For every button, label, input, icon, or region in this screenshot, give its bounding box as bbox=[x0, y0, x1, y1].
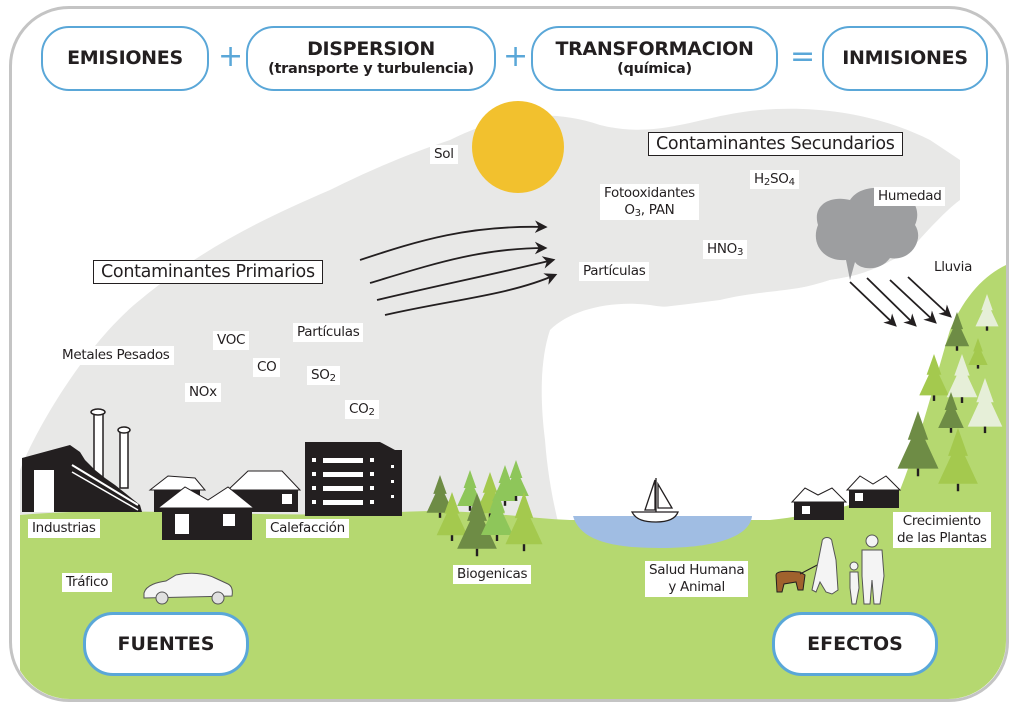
fotooxidantes-text: Fotooxidantes bbox=[604, 185, 695, 201]
hno3-label: HNO3 bbox=[703, 240, 748, 259]
salud-label: Salud Humana y Animal bbox=[645, 561, 749, 597]
dispersion-sublabel: (transporte y turbulencia) bbox=[268, 61, 474, 78]
hno3-sub: 3 bbox=[736, 247, 744, 259]
tree-icon bbox=[919, 354, 949, 401]
so2-sub: 2 bbox=[329, 373, 336, 385]
metales-pesados-label: Metales Pesados bbox=[58, 346, 174, 365]
rain-arrows bbox=[849, 276, 952, 327]
sailboat-icon bbox=[630, 478, 679, 523]
arrow-1 bbox=[359, 220, 548, 261]
fotooxidantes-label: Fotooxidantes O3, PAN bbox=[600, 184, 699, 220]
tree-icon bbox=[897, 411, 939, 477]
plus-operator-1: + bbox=[218, 39, 244, 74]
tree-icon bbox=[938, 392, 964, 433]
o3-rest: , PAN bbox=[640, 201, 675, 218]
fuentes-label: FUENTES bbox=[117, 633, 215, 655]
primary-particulas-label: Partículas bbox=[293, 323, 364, 342]
rain-cloud-icon bbox=[815, 188, 919, 280]
nox-label: NOx bbox=[185, 383, 221, 402]
secondary-particulas-label: Partículas bbox=[579, 262, 650, 281]
plus-operator-2: + bbox=[503, 39, 529, 74]
h2so4-h: H bbox=[754, 171, 764, 187]
efectos-label: EFECTOS bbox=[807, 633, 903, 655]
dispersion-pill: DISPERSION (transporte y turbulencia) bbox=[246, 26, 496, 91]
crecimiento-label: Crecimiento de las Plantas bbox=[893, 512, 991, 548]
secondary-pollutants-title: Contaminantes Secundarios bbox=[648, 132, 903, 156]
salud-line2: y Animal bbox=[668, 578, 725, 595]
people-and-dog-icon bbox=[775, 534, 885, 605]
forest-hillside bbox=[897, 294, 1003, 492]
h2so4-2: 2 bbox=[763, 177, 770, 189]
co2-sub: 2 bbox=[368, 407, 375, 419]
primary-pollutants-title: Contaminantes Primarios bbox=[93, 260, 323, 284]
lluvia-label: Lluvia bbox=[934, 259, 973, 275]
arrow-2 bbox=[369, 241, 548, 284]
o3-formula: O3, PAN bbox=[624, 201, 675, 219]
tree-icon bbox=[944, 312, 970, 351]
emisiones-pill: EMISIONES bbox=[41, 26, 209, 91]
co-label: CO bbox=[253, 358, 281, 377]
tree-icon bbox=[503, 460, 529, 501]
dispersion-label: DISPERSION bbox=[307, 38, 435, 61]
sun-label: Sol bbox=[430, 145, 458, 164]
biogenicas-label: Biogenicas bbox=[453, 565, 532, 584]
hno3-base: HNO bbox=[707, 241, 737, 257]
salud-line1: Salud Humana bbox=[649, 562, 745, 578]
transformacion-sublabel: (química) bbox=[617, 61, 692, 78]
pollution-sky bbox=[20, 108, 960, 530]
houses-right-icon bbox=[790, 475, 902, 520]
fuentes-pill: FUENTES bbox=[83, 612, 249, 676]
efectos-pill: EFECTOS bbox=[772, 612, 938, 676]
apartment-building-icon bbox=[305, 442, 402, 516]
tree-icon bbox=[481, 490, 513, 541]
inmisiones-pill: INMISIONES bbox=[822, 26, 988, 91]
factory-icon bbox=[22, 408, 142, 512]
arrow-4 bbox=[384, 273, 558, 316]
co2-label: CO2 bbox=[345, 400, 379, 419]
humedad-label: Humedad bbox=[874, 187, 946, 206]
so2-label: SO2 bbox=[307, 366, 340, 385]
lake bbox=[573, 516, 752, 548]
industrias-label: Industrias bbox=[28, 519, 100, 538]
h2so4-4: 4 bbox=[788, 177, 795, 189]
trafico-label: Tráfico bbox=[62, 573, 113, 592]
crecimiento-line2: de las Plantas bbox=[897, 529, 987, 546]
tree-icon bbox=[946, 354, 978, 403]
tree-icon bbox=[968, 338, 988, 369]
car-icon bbox=[143, 572, 233, 605]
tree-icon bbox=[975, 294, 999, 331]
voc-label: VOC bbox=[213, 331, 250, 350]
o3-base: O bbox=[624, 201, 635, 218]
tree-icon bbox=[426, 475, 454, 518]
h2so4-so: SO bbox=[770, 171, 789, 187]
sun-icon bbox=[472, 101, 564, 193]
emisiones-label: EMISIONES bbox=[67, 46, 183, 69]
o3-sub: 3 bbox=[634, 207, 641, 219]
crecimiento-line1: Crecimiento bbox=[902, 513, 981, 529]
tree-icon bbox=[505, 492, 543, 552]
tree-icon bbox=[938, 428, 978, 492]
wind-arrows bbox=[359, 220, 558, 316]
co2-base: CO bbox=[349, 401, 369, 417]
inmisiones-label: INMISIONES bbox=[842, 46, 968, 69]
transformacion-label: TRANSFORMACION bbox=[555, 38, 754, 61]
green-ground bbox=[20, 265, 1006, 699]
arrow-3 bbox=[376, 256, 556, 301]
transformacion-pill: TRANSFORMACION (química) bbox=[531, 26, 778, 91]
tree-icon bbox=[967, 378, 1003, 434]
equals-operator: = bbox=[790, 39, 816, 74]
houses-icon bbox=[148, 470, 302, 540]
calefaccion-label: Calefacción bbox=[266, 519, 349, 538]
so2-base: SO bbox=[311, 367, 330, 383]
tree-icon bbox=[436, 492, 468, 541]
forest-biogenic bbox=[426, 460, 543, 557]
h2so4-label: H2SO4 bbox=[750, 170, 799, 189]
